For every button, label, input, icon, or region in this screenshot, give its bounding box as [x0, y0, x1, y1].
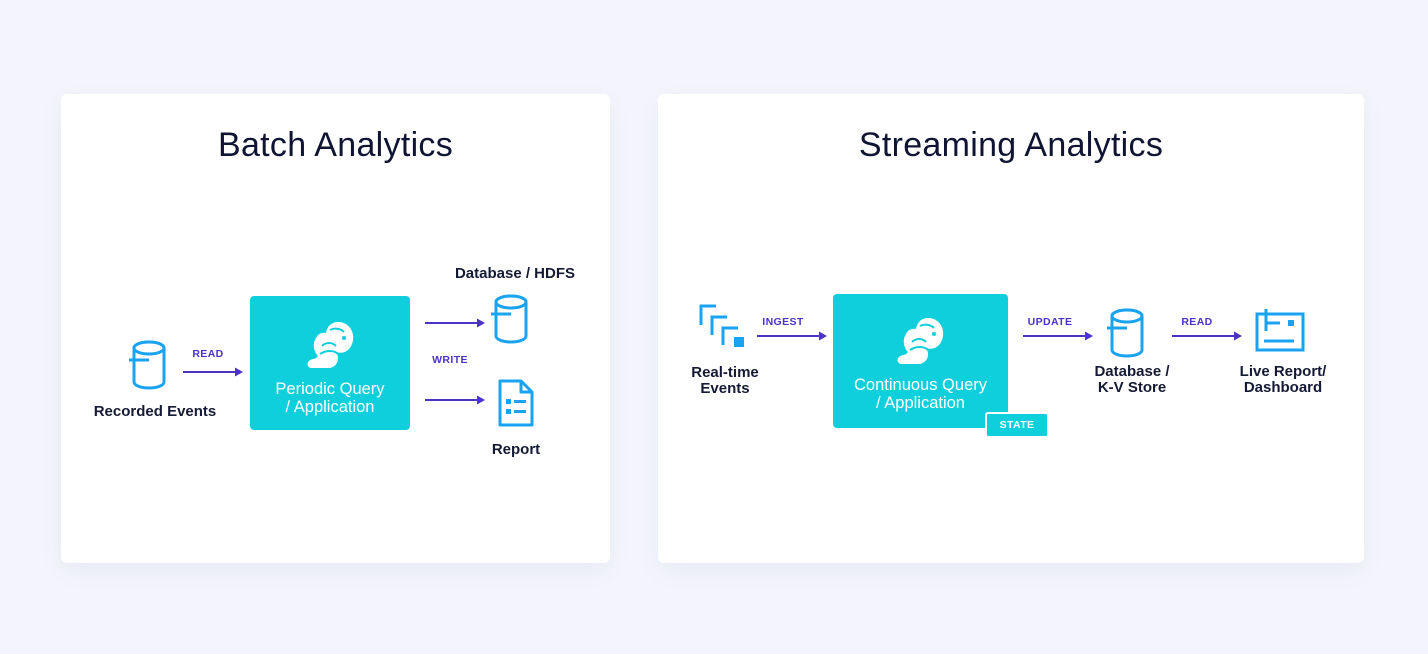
ingest-arrow	[757, 331, 827, 341]
event-stream-icon	[699, 304, 744, 347]
periodic-query-line2: / Application	[285, 398, 375, 416]
read-arrow-label: READ	[1181, 316, 1213, 328]
live-report-line2: Dashboard	[1243, 379, 1323, 396]
database-hdfs-label: Database / HDFS	[454, 265, 576, 282]
update-arrow-label: UPDATE	[1027, 316, 1073, 328]
report-icon	[498, 379, 534, 427]
ingest-arrow-label: INGEST	[762, 316, 804, 328]
batch-title: Batch Analytics	[217, 126, 454, 164]
dashboard-icon	[1255, 309, 1305, 352]
update-arrow	[1023, 331, 1093, 341]
read-arrow-label: READ	[192, 348, 224, 360]
batch-analytics-panel: Batch Analytics Recorded Events READ Per…	[61, 94, 610, 563]
read-arrow	[183, 367, 243, 377]
state-badge: STATE	[985, 412, 1049, 438]
report-label: Report	[491, 441, 541, 458]
live-report-line1: Live Report/	[1239, 363, 1327, 380]
streaming-title: Streaming Analytics	[858, 126, 1164, 164]
write-arrow-database	[425, 318, 485, 328]
database-icon	[129, 340, 166, 390]
periodic-query-box: Periodic Query / Application	[250, 296, 410, 430]
recorded-events-label: Recorded Events	[93, 403, 217, 420]
periodic-query-line1: Periodic Query	[275, 380, 385, 398]
real-time-events-line1: Real-time	[691, 364, 759, 381]
continuous-query-line2: / Application	[876, 394, 965, 412]
continuous-query-box: Continuous Query / Application	[833, 294, 1008, 428]
streaming-analytics-panel: Streaming Analytics Real-time Events ING…	[658, 94, 1364, 563]
real-time-events-line2: Events	[700, 380, 750, 397]
database-icon	[1107, 308, 1144, 358]
squirrel-logo-icon	[897, 318, 944, 364]
database-kv-line2: K-V Store	[1097, 379, 1167, 396]
squirrel-logo-icon	[307, 322, 354, 368]
read-arrow	[1172, 331, 1242, 341]
continuous-query-line1: Continuous Query	[854, 376, 987, 394]
database-kv-line1: Database /	[1094, 363, 1170, 380]
write-arrow-report	[425, 395, 485, 405]
write-arrow-label: WRITE	[432, 354, 468, 366]
database-icon	[491, 294, 528, 344]
